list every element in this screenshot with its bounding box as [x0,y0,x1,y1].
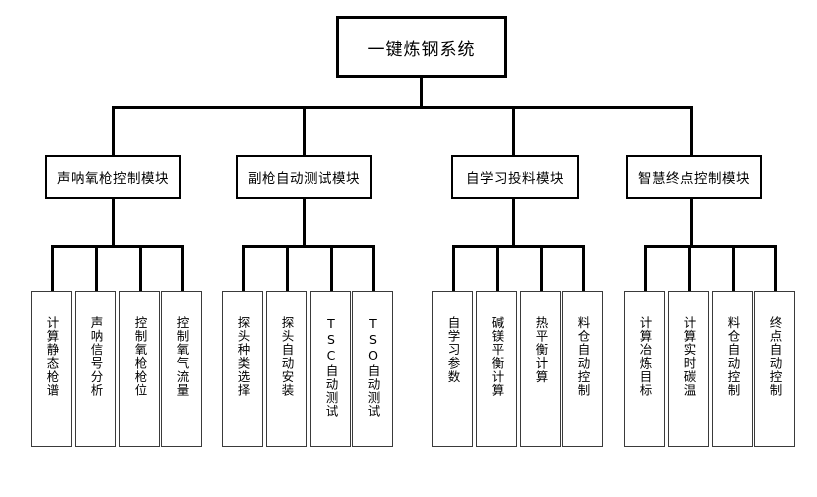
module-node-1[interactable]: 声呐氧枪控制模块 [45,155,181,199]
leaf-node-3-2[interactable]: 碱镁平衡计算 [476,291,517,447]
leaf-node-3-4-label: 料仓自动控制 [575,316,591,397]
connector-leaf-drop-4-4 [774,245,777,293]
leaf-node-2-3-label: TSC自动测试 [323,316,339,418]
leaf-node-3-2-label: 碱镁平衡计算 [489,316,505,397]
leaf-node-3-3-label: 热平衡计算 [533,316,549,384]
connector-module-drop-4 [690,106,693,156]
leaf-node-4-4[interactable]: 终点自动控制 [754,291,795,447]
connector-leaf-drop-4-3 [732,245,735,293]
connector-leaf-drop-2-1 [242,245,245,293]
leaf-node-3-4[interactable]: 料仓自动控制 [562,291,603,447]
leaf-node-1-2[interactable]: 声呐信号分析 [75,291,116,447]
connector-leaf-drop-2-2 [286,245,289,293]
connector-leaf-drop-1-1 [51,245,54,293]
leaf-node-4-4-label: 终点自动控制 [767,316,783,397]
connector-leaf-drop-3-3 [540,245,543,293]
connector-leaf-bus-3 [452,245,584,248]
root-node-label: 一键炼钢系统 [367,39,476,60]
connector-leaf-drop-4-1 [644,245,647,293]
leaf-node-1-2-label: 声呐信号分析 [88,316,104,397]
leaf-node-3-3[interactable]: 热平衡计算 [520,291,561,447]
connector-leaf-drop-2-4 [372,245,375,293]
leaf-node-2-3[interactable]: TSC自动测试 [310,291,351,447]
leaf-node-1-1-label: 计算静态枪谱 [44,316,60,397]
connector-leaf-drop-1-2 [95,245,98,293]
connector-leaf-drop-1-3 [139,245,142,293]
leaf-node-2-2-label: 探头自动安装 [279,316,295,397]
connector-module-1-stub [112,199,115,247]
leaf-node-4-1[interactable]: 计算冶炼目标 [624,291,665,447]
leaf-node-4-1-label: 计算冶炼目标 [637,316,653,397]
connector-module-2-stub [303,199,306,247]
leaf-node-4-3[interactable]: 料仓自动控制 [712,291,753,447]
connector-leaf-drop-3-2 [496,245,499,293]
connector-module-bus [112,106,693,109]
leaf-node-1-4[interactable]: 控制氧气流量 [161,291,202,447]
connector-leaf-bus-4 [644,245,776,248]
module-node-4-label: 智慧终点控制模块 [638,171,750,187]
module-node-3[interactable]: 自学习投料模块 [451,155,579,199]
leaf-node-2-1[interactable]: 探头种类选择 [222,291,263,447]
connector-module-drop-1 [112,106,115,156]
leaf-node-3-1-label: 自学习参数 [445,316,461,384]
connector-module-drop-2 [303,106,306,156]
connector-leaf-drop-4-2 [688,245,691,293]
connector-leaf-drop-1-4 [181,245,184,293]
leaf-node-1-4-label: 控制氧气流量 [174,316,190,397]
connector-leaf-drop-2-3 [330,245,333,293]
leaf-node-2-2[interactable]: 探头自动安装 [266,291,307,447]
connector-leaf-drop-3-4 [582,245,585,293]
root-node[interactable]: 一键炼钢系统 [336,16,507,78]
connector-leaf-bus-2 [242,245,374,248]
leaf-node-1-3[interactable]: 控制氧枪枪位 [119,291,160,447]
connector-module-drop-3 [512,106,515,156]
leaf-node-4-3-label: 料仓自动控制 [725,316,741,397]
leaf-node-4-2[interactable]: 计算实时碳温 [668,291,709,447]
leaf-node-4-2-label: 计算实时碳温 [681,316,697,397]
leaf-node-1-3-label: 控制氧枪枪位 [132,316,148,397]
connector-leaf-bus-1 [51,245,183,248]
connector-module-3-stub [512,199,515,247]
module-node-2[interactable]: 副枪自动测试模块 [236,155,372,199]
module-node-1-label: 声呐氧枪控制模块 [57,171,169,187]
module-node-3-label: 自学习投料模块 [466,171,564,187]
module-node-2-label: 副枪自动测试模块 [248,171,360,187]
connector-root-stub [420,78,423,108]
leaf-node-1-1[interactable]: 计算静态枪谱 [31,291,72,447]
leaf-node-2-1-label: 探头种类选择 [235,316,251,397]
connector-module-4-stub [690,199,693,247]
module-node-4[interactable]: 智慧终点控制模块 [626,155,762,199]
connector-leaf-drop-3-1 [452,245,455,293]
leaf-node-2-4-label: TSO自动测试 [365,316,381,418]
leaf-node-2-4[interactable]: TSO自动测试 [352,291,393,447]
leaf-node-3-1[interactable]: 自学习参数 [432,291,473,447]
